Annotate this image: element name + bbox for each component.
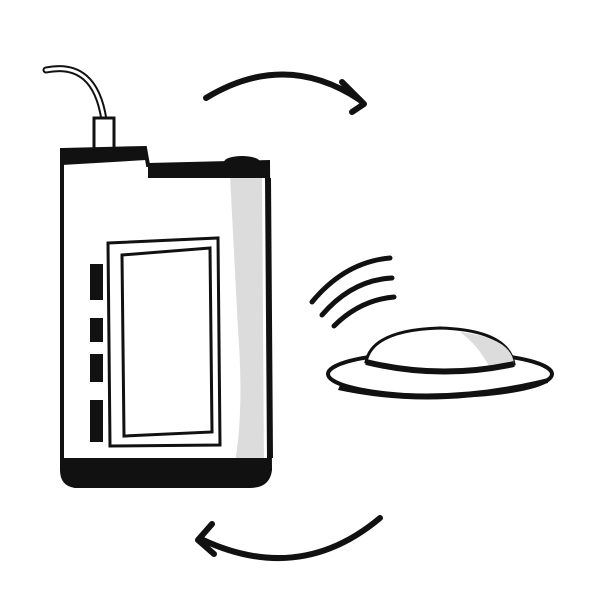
receiver-device-icon: [60, 145, 273, 488]
cable-icon: [42, 65, 116, 152]
cycle-arrow-top-icon: [203, 71, 367, 115]
cycle-arrow-bottom-icon: [195, 515, 383, 562]
indicator-bars: [90, 264, 103, 442]
screen: [106, 236, 222, 448]
wireless-signal-icon: [309, 255, 397, 329]
sensor-patch-icon: [326, 326, 554, 400]
